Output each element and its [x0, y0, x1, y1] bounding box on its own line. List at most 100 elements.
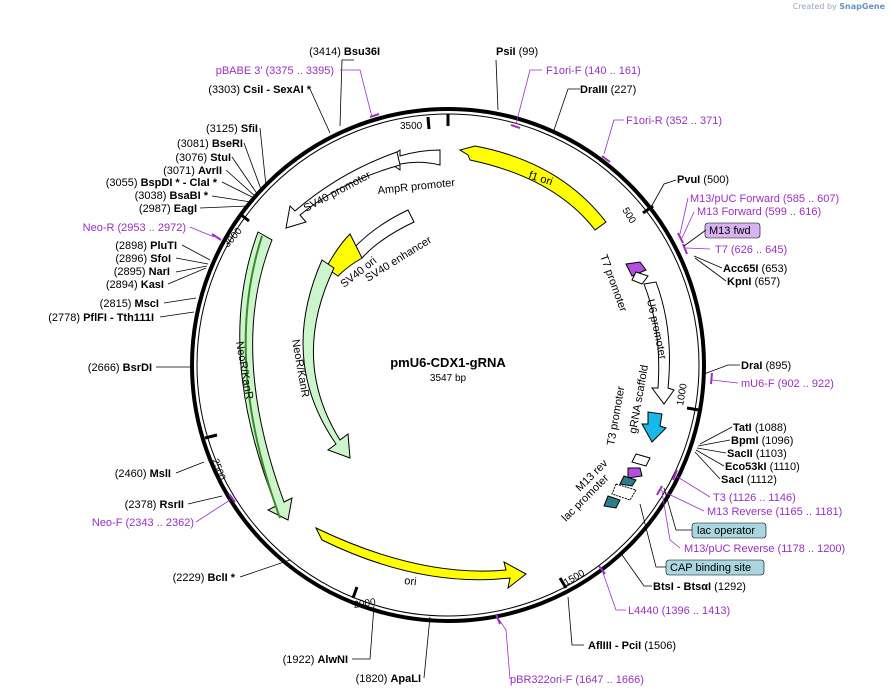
leader-cap-binding — [639, 503, 666, 568]
primer-neo-r: Neo-R (2953 .. 2972) — [83, 222, 186, 234]
m13-fwd-box-label: M13 fwd — [709, 225, 751, 237]
tick-2000 — [351, 586, 359, 599]
primer-pbabe: pBABE 3' (3375 .. 3395) — [216, 65, 334, 77]
site-btsi: BtsI - BtsαI (1292) — [653, 581, 746, 593]
primer-tick-m13rev — [656, 485, 663, 496]
neor-inner-arrow — [302, 259, 351, 459]
plasmid-length: 3547 bp — [430, 373, 467, 384]
primer-pbr322: pBR322ori-F (1647 .. 1666) — [510, 674, 644, 686]
site-pluti: (2898) PluTI — [115, 240, 177, 252]
tick-label-3500: 3500 — [400, 121, 423, 132]
site-apali: (1820) ApaLI — [356, 673, 421, 685]
primer-l4440: L4440 (1396 .. 1413) — [628, 605, 730, 617]
ori-label: ori — [404, 575, 417, 588]
pleader-m13rev — [659, 489, 705, 512]
leader-kpni — [694, 257, 727, 282]
pleader-pbabe — [340, 69, 373, 118]
lac-operator-box-label: lac operator — [697, 525, 755, 537]
leader-csii — [309, 88, 331, 134]
right-site-labels: PsiI (99) DraIII (227) PvuI (500) Acc65I… — [496, 46, 800, 652]
tick-label-3000: 3000 — [222, 225, 245, 249]
t3-promoter-arrow — [631, 453, 651, 467]
primer-tick-mu6f — [710, 372, 713, 385]
primer-tick-neor — [211, 233, 222, 241]
site-bpmi: BpmI (1096) — [731, 435, 793, 447]
pleader-l4440 — [601, 569, 626, 611]
tick-1500 — [558, 577, 568, 589]
site-acc65i: Acc65I (653) — [723, 263, 787, 275]
leader-saci — [694, 451, 721, 480]
primer-m13-reverse: M13 Reverse (1165 .. 1181) — [707, 506, 842, 518]
primer-labels: pBABE 3' (3375 .. 3395) F1ori-F (140 .. … — [83, 65, 846, 686]
site-alwni: (1922) AlwNI — [283, 654, 348, 666]
ampr-promoter-label: AmpR promoter — [377, 177, 456, 197]
grna-scaffold-arrow — [641, 411, 667, 443]
site-bcli: (2229) BclI * — [173, 572, 236, 584]
site-sacii: SacII (1103) — [727, 448, 787, 460]
sv40-promoter-arrow — [285, 151, 401, 229]
tick-3500 — [426, 116, 431, 130]
site-psii: PsiI (99) — [496, 46, 538, 58]
snapgene-credit: Created by SnapGene — [793, 2, 885, 11]
credit-prefix: Created by — [792, 2, 837, 11]
f1-ori-arrow — [458, 145, 607, 231]
t7-promoter-label: T7 promoter — [597, 253, 629, 314]
site-tati: TatI (1088) — [733, 422, 787, 434]
leader-bcli — [239, 559, 291, 578]
leader-tati — [699, 426, 733, 445]
site-kpni: KpnI (657) — [727, 276, 780, 288]
pleader-t7 — [685, 247, 711, 250]
leader-avrii — [225, 169, 257, 198]
site-msci: (2815) MscI — [100, 298, 159, 310]
leader-apali — [423, 616, 431, 679]
leader-nari — [175, 265, 208, 273]
leader-acc65i — [693, 255, 723, 269]
primer-m13puc-rev: M13/pUC Reverse (1178 .. 1200) — [684, 543, 845, 555]
site-eco53ki: Eco53kI (1110) — [725, 461, 800, 473]
leader-bsabi — [211, 195, 252, 203]
pleader-m13puc — [679, 197, 689, 235]
leader-bsu36i — [339, 59, 354, 127]
primer-tick-m13pucfwd — [677, 232, 684, 244]
plasmid-name: pmU6-CDX1-gRNA — [390, 355, 506, 370]
leader-sacii — [696, 447, 727, 454]
t7-promoter-marker — [625, 261, 647, 277]
primer-m13puc-fwd: M13/pUC Forward (585 .. 607) — [690, 193, 839, 205]
primer-tick-f1ori-r — [601, 155, 611, 163]
leader-eagi — [199, 205, 249, 209]
leader-sfii — [259, 127, 267, 187]
leader-psii — [495, 59, 499, 111]
site-nari: (2895) NarI — [114, 266, 170, 278]
cap-site-marker — [603, 495, 621, 509]
pleader-pbr322 — [497, 617, 511, 680]
site-draiii: DraIII (227) — [580, 84, 636, 96]
leader-btsi — [619, 551, 652, 587]
pleader-mu6f — [711, 379, 739, 384]
site-eagi: (2987) EagI — [139, 203, 197, 215]
t7-arrow-small — [631, 271, 649, 285]
site-afliii: AflIII - PciI (1506) — [588, 640, 676, 652]
pleader-neor — [189, 226, 215, 238]
site-msli: (2460) MslI — [115, 468, 171, 480]
leader-pflfi — [159, 311, 195, 318]
site-rsrii: (2378) RsrII — [125, 499, 184, 511]
neor-outer-arrow — [239, 231, 293, 521]
site-csii: (3303) CsiI - SexAI * — [208, 84, 311, 96]
cap-binding-box — [665, 559, 765, 576]
site-bsabi: (3038) BsaBI * — [135, 190, 209, 202]
pleader-neof — [195, 499, 231, 523]
u6-promoter-arrow — [643, 281, 675, 405]
leader-afliii — [567, 596, 584, 646]
site-pflfi: (2778) PflFI - Tth111I — [48, 312, 154, 324]
backbone-outer — [190, 107, 706, 623]
primer-tick-neof — [228, 493, 236, 503]
primer-neo-f: Neo-F (2343 .. 2362) — [92, 517, 194, 529]
leader-bseri — [243, 142, 263, 193]
left-site-labels: (3414) Bsu36I (3303) CsiI - SexAI * (312… — [48, 46, 421, 685]
leader-msci — [163, 297, 197, 304]
tick-3000 — [239, 212, 250, 223]
tick-1000 — [686, 406, 700, 412]
site-clai: (3055) BspDI * - ClaI * — [106, 177, 218, 189]
leader-draiii — [553, 88, 580, 131]
site-stui: (3076) StuI — [175, 152, 231, 164]
